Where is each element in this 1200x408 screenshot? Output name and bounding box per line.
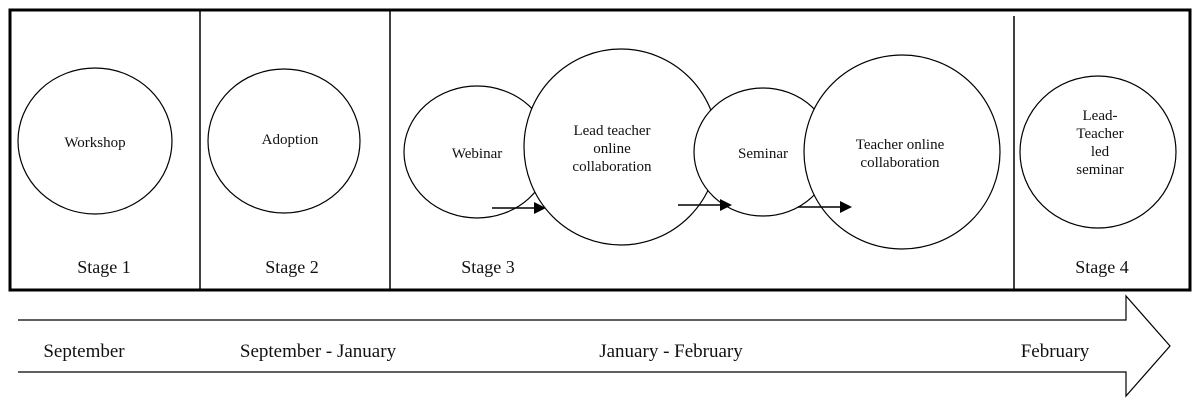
stage-2-label: Stage 2	[265, 257, 319, 277]
timeline-label: September	[43, 341, 125, 362]
timeline-arrow	[18, 294, 1171, 398]
lead-teacher-seminar-circle	[1019, 75, 1177, 229]
stages-frame	[8, 8, 1192, 292]
timeline-label: February	[1021, 341, 1090, 362]
stage-1-label: Stage 1	[77, 257, 131, 277]
workshop-circle	[17, 67, 173, 215]
adoption-circle	[207, 68, 361, 214]
timeline-label: September - January	[240, 341, 397, 362]
stage-4-label: Stage 4	[1075, 257, 1129, 277]
timeline-label: January - February	[599, 341, 743, 362]
stage-3-label: Stage 3	[461, 257, 515, 277]
webinar-label: Webinar	[452, 146, 502, 162]
seminar-label: Seminar	[738, 146, 788, 162]
workshop-label: Workshop	[64, 135, 125, 151]
adoption-label: Adoption	[262, 132, 319, 148]
teacher-collaboration-circle	[803, 54, 1001, 250]
